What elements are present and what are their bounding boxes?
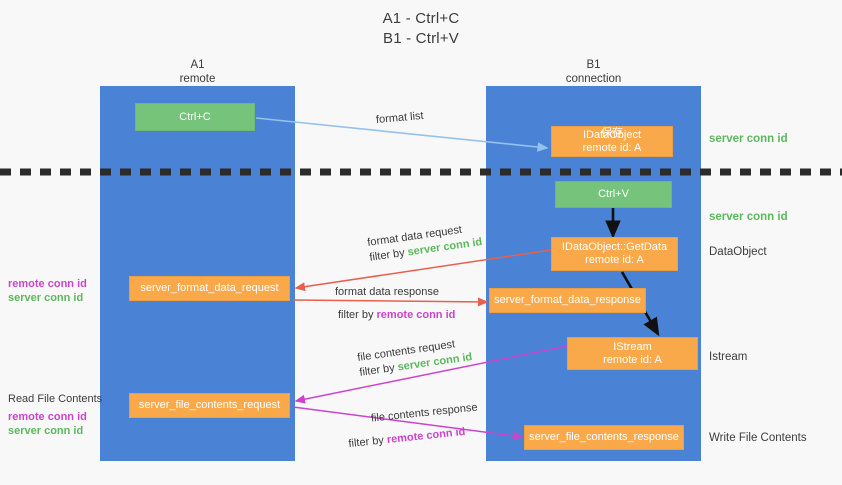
node-server-format-data-request-label: server_format_data_request: [140, 282, 279, 294]
filter-key-remote-conn-id-2: remote conn id: [386, 425, 466, 447]
left-label-remote-conn-id-1: remote conn id: [8, 278, 87, 290]
filter-by-prefix-4: filter by: [347, 434, 388, 451]
node-server-format-data-response-label: server_format_data_response: [494, 294, 641, 306]
node-idataobject-label: IDataObject: [582, 128, 642, 141]
node-server-file-contents-response-label: server_file_contents_response: [529, 431, 679, 443]
node-ctrl-c-label: Ctrl+C: [179, 110, 211, 123]
page-title: A1 - Ctrl+C B1 - Ctrl+V: [0, 9, 842, 49]
title-line-1: A1 - Ctrl+C: [382, 10, 460, 27]
node-idataobject-remote-id: remote id: A: [582, 141, 642, 154]
right-label-server-conn-id-top: server conn id: [709, 133, 788, 145]
left-label-server-conn-id-1: server conn id: [8, 292, 84, 304]
column-b1-role: connection: [565, 73, 622, 85]
node-ctrl-c[interactable]: Ctrl+C: [135, 103, 255, 131]
node-server-file-contents-response[interactable]: server_file_contents_response: [524, 425, 684, 450]
node-idataobject[interactable]: 保存 IDataObject remote id: A: [551, 126, 673, 157]
edge-label-file-contents-request: file contents request filter by server c…: [356, 335, 473, 381]
column-header-b1: B1 connection: [486, 58, 701, 86]
column-b1-name: B1: [586, 59, 601, 71]
edge-label-format-data-response-line2: filter by remote conn id: [338, 308, 455, 323]
node-ctrl-v[interactable]: Ctrl+V: [555, 181, 672, 208]
node-server-file-contents-request[interactable]: server_file_contents_request: [129, 393, 290, 418]
title-line-2: B1 - Ctrl+V: [383, 30, 459, 47]
left-label-server-conn-id-2: server conn id: [8, 425, 84, 437]
edge-label-format-list-text: format list: [375, 109, 425, 127]
edge-label-format-data-request: format data request filter by server con…: [366, 220, 483, 266]
node-server-format-data-request[interactable]: server_format_data_request: [129, 276, 290, 301]
left-label-read-file-contents: Read File Contents remote conn id server…: [8, 392, 102, 438]
edge-label-format-list: format list: [375, 109, 425, 128]
node-istream-label: IStream: [613, 340, 652, 353]
column-a1-name: A1: [190, 59, 205, 71]
node-idataobject-overlay-label: 保存: [601, 127, 623, 139]
edge-label-file-contents-response: file contents response filter by remote …: [348, 401, 480, 451]
node-server-format-data-response[interactable]: server_format_data_response: [489, 288, 646, 313]
edge-label-format-data-response-line1: format data response: [335, 286, 439, 298]
node-getdata-remote-id: remote id: A: [585, 254, 644, 266]
node-server-file-contents-request-label: server_file_contents_request: [138, 399, 281, 411]
node-getdata[interactable]: IDataObject::GetData remote id: A: [551, 237, 678, 271]
right-label-dataobject: DataObject: [709, 246, 767, 258]
left-label-read-file-contents-title: Read File Contents: [8, 393, 103, 405]
filter-by-prefix-3: filter by: [358, 361, 399, 379]
left-label-remote-conn-id-2: remote conn id: [8, 411, 87, 423]
edge-label-file-contents-response-line2: filter by remote conn id: [348, 423, 481, 452]
node-ctrl-v-label: Ctrl+V: [598, 188, 629, 200]
right-label-istream: Istream: [709, 351, 748, 363]
edge-label-format-data-response: format data response filter by remote co…: [335, 285, 455, 323]
filter-by-prefix-2: filter by: [338, 309, 377, 321]
column-header-a1: A1 remote: [100, 58, 295, 86]
edge-label-file-contents-response-line1: file contents response: [370, 401, 479, 425]
right-label-write-file-contents: Write File Contents: [709, 432, 807, 444]
node-getdata-label: IDataObject::GetData: [561, 241, 668, 253]
left-label-conn-ids-upper: remote conn id server conn id: [8, 277, 87, 305]
node-istream[interactable]: IStream remote id: A: [567, 337, 698, 370]
node-istream-remote-id: remote id: A: [603, 353, 662, 366]
right-label-server-conn-id-mid: server conn id: [709, 211, 788, 223]
column-a1-role: remote: [179, 73, 216, 85]
filter-key-remote-conn-id-1: remote conn id: [376, 309, 456, 321]
filter-by-prefix-1: filter by: [368, 246, 409, 264]
